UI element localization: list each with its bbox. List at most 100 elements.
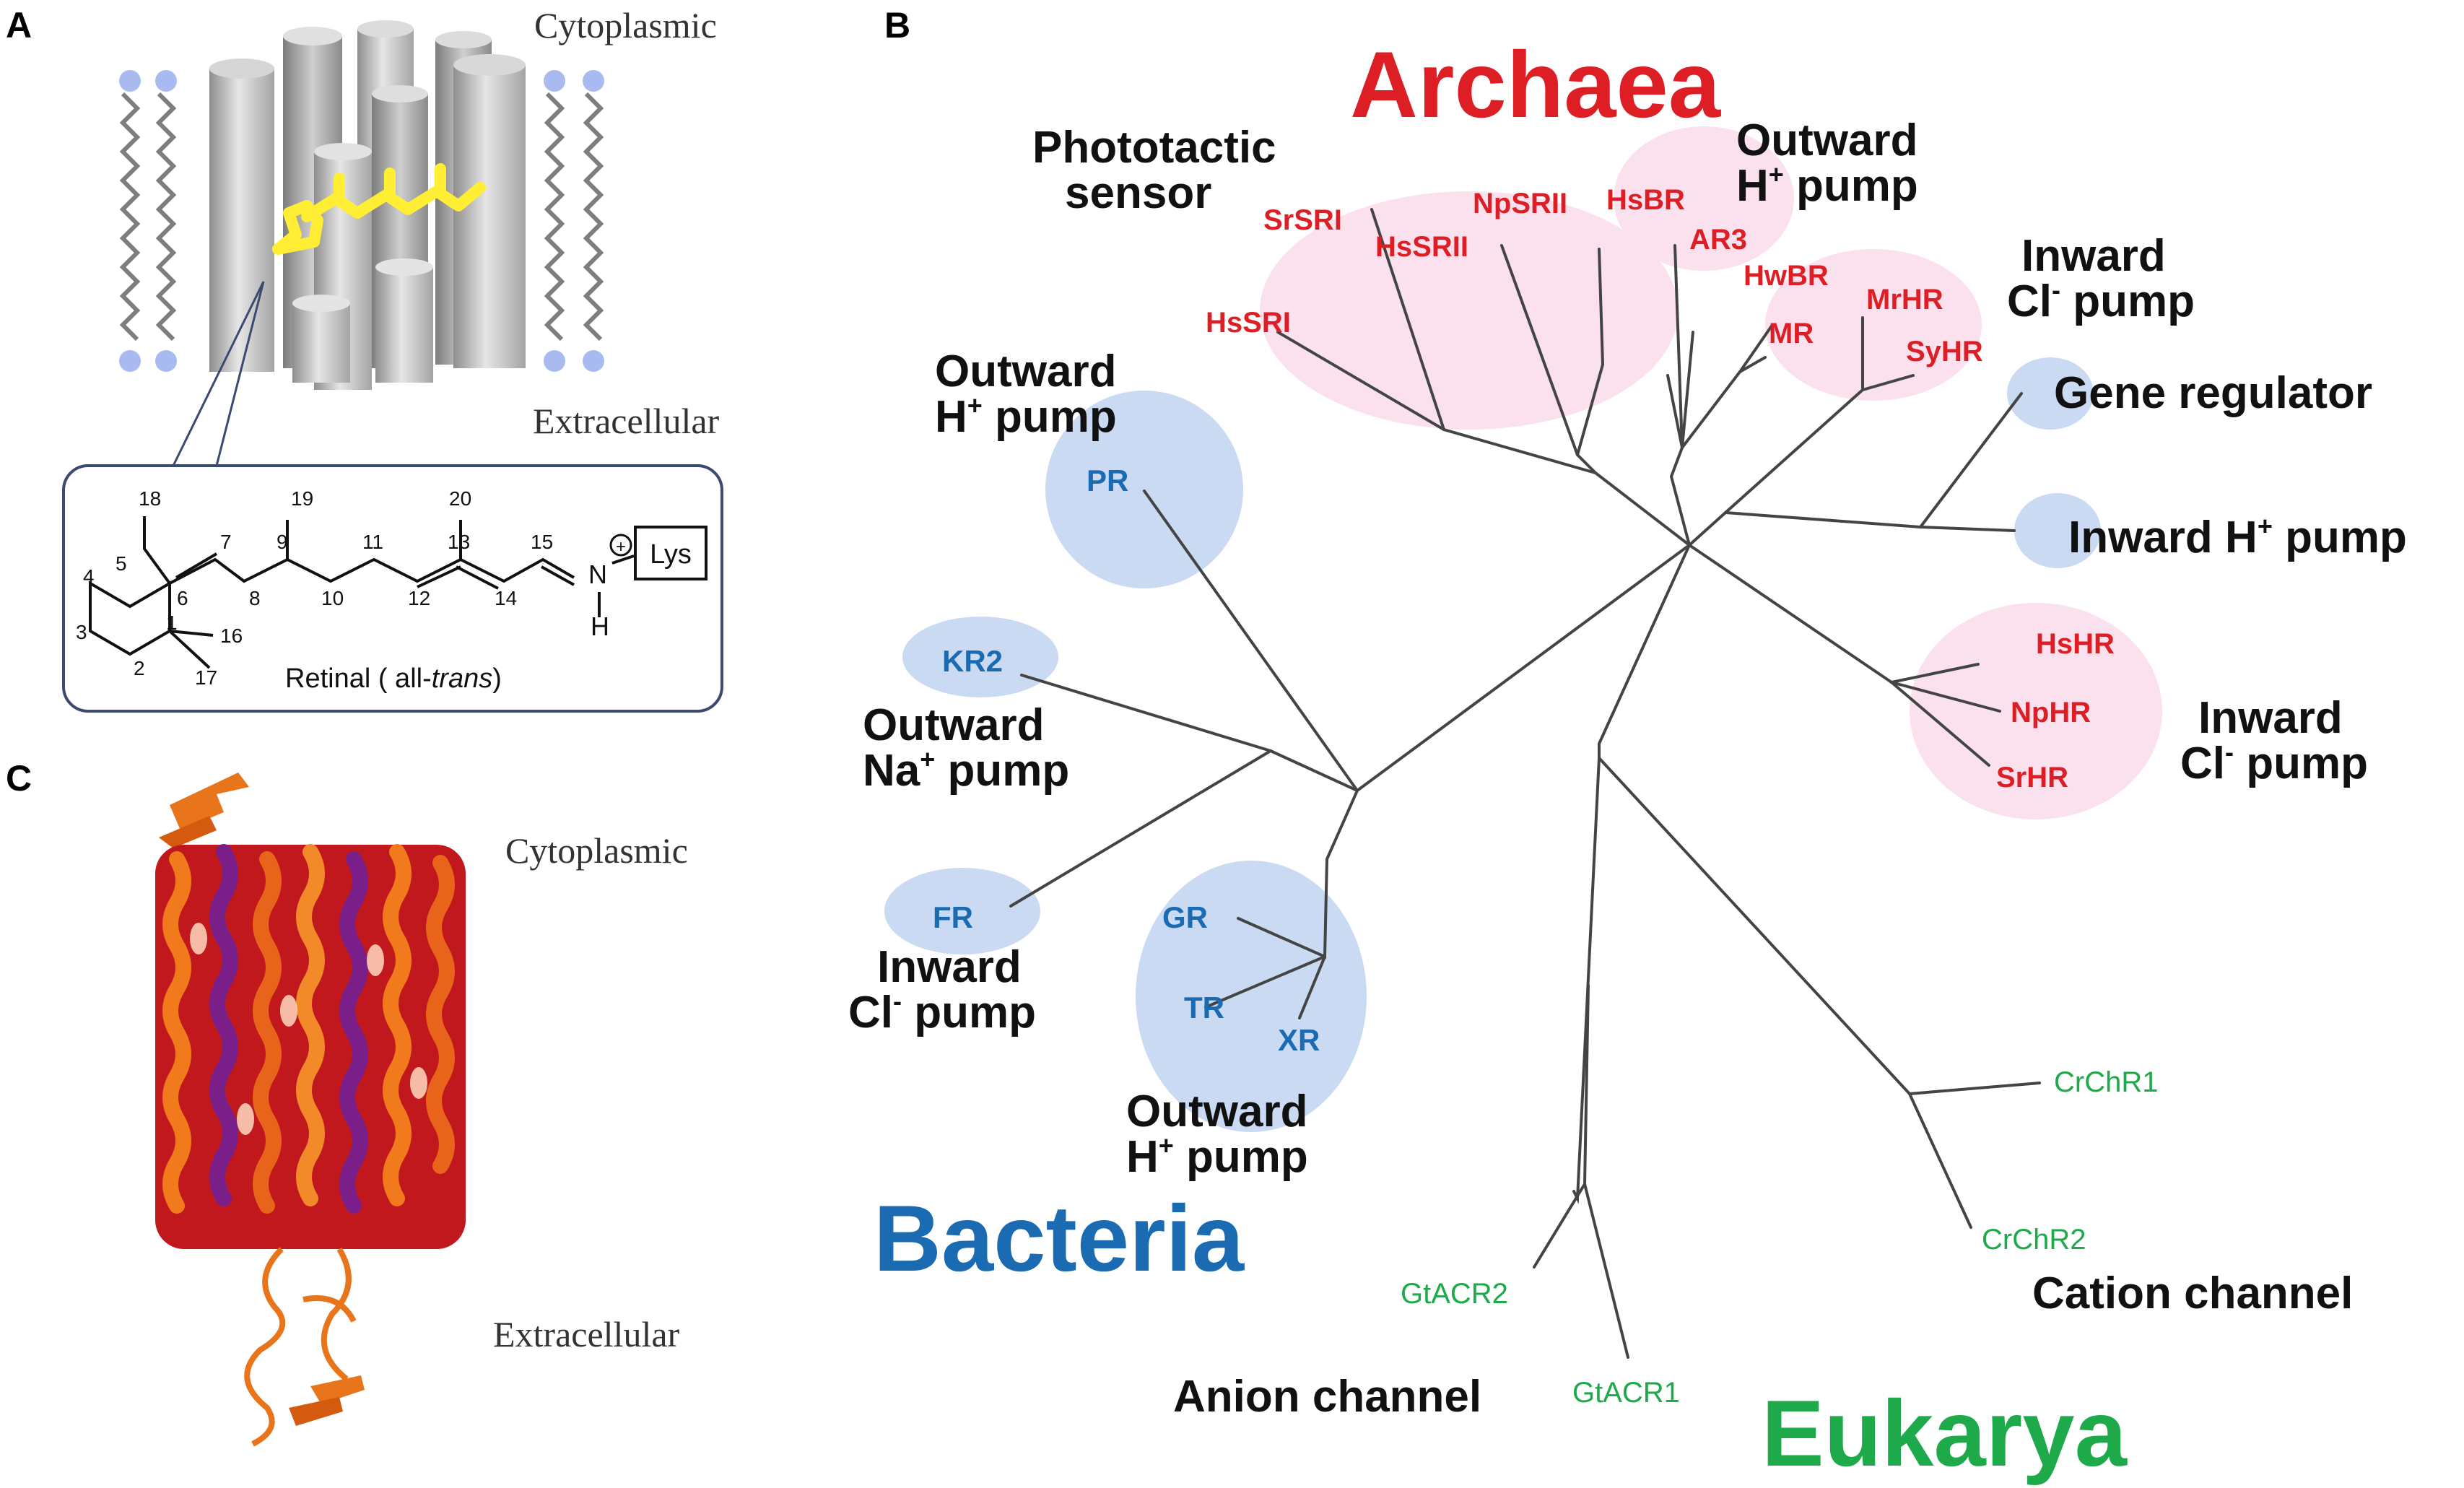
retinal-structure-box	[62, 464, 723, 713]
label-inward-h-pump: Inward H+ pump	[2068, 511, 2407, 562]
leaf-fr: FR	[933, 900, 973, 934]
eukarya-leaves: CrChR1 CrChR2 GtACR2 GtACR1	[1401, 1066, 2158, 1409]
bacteria-xr-bubble	[1136, 861, 1367, 1132]
panel-c-extracellular-label: Extracellular	[493, 1314, 680, 1354]
carbon-number: 18	[139, 487, 161, 510]
panel-b-letter: B	[884, 5, 910, 45]
leaf-crchr1: CrChR1	[2054, 1066, 2158, 1098]
gene-regulator-bubble	[2007, 357, 2094, 430]
leaf-crchr2: CrChR2	[1982, 1224, 2086, 1256]
label-outward-h-top-2: H+ pump	[1736, 160, 1918, 211]
carbon-number: 12	[408, 587, 430, 609]
lipid-right	[544, 70, 604, 372]
leaf-hsbr: HsBR	[1606, 184, 1685, 216]
panel-c-letter: C	[6, 758, 32, 799]
leaf-srhr: SrHR	[1996, 762, 2068, 793]
leaf-gr: GR	[1162, 900, 1208, 934]
protein-ribbon-structure	[155, 773, 466, 1447]
leaf-syhr: SyHR	[1906, 336, 1983, 367]
leaf-gtacr1: GtACR1	[1572, 1377, 1680, 1409]
label-inward-cl-fr-1: Inward	[877, 942, 1022, 992]
carbon-number: 6	[177, 587, 188, 609]
leaf-srsri: SrSRI	[1263, 204, 1342, 236]
leaf-kr2: KR2	[942, 644, 1003, 678]
carbon-number: 4	[83, 565, 95, 588]
carbon-number: 2	[134, 657, 145, 679]
label-outward-h-top-1: Outward	[1736, 116, 1917, 165]
leaf-hssri: HsSRI	[1206, 307, 1291, 339]
label-cation-channel: Cation channel	[2032, 1269, 2353, 1318]
charge-circle	[609, 534, 632, 557]
label-outward-na-2: Na+ pump	[863, 744, 1069, 796]
label-outward-h-pr-2: H+ pump	[935, 391, 1117, 442]
leaf-mr: MR	[1769, 318, 1814, 349]
carbon-number: 16	[220, 625, 243, 647]
label-inward-cl-top-1: Inward	[2021, 231, 2166, 281]
label-outward-h-gr-2: H+ pump	[1126, 1131, 1308, 1182]
inward-cl-archaea-bubble	[1765, 249, 1982, 401]
helix-8	[292, 295, 350, 383]
label-phototactic-1: Phototactic	[1032, 123, 1276, 173]
outward-h-pump-archaea-bubble	[1614, 126, 1794, 271]
panel-a-extracellular-label: Extracellular	[533, 401, 720, 441]
phylogenetic-tree	[1009, 208, 2041, 1359]
carbon-number: 15	[531, 531, 553, 553]
carbon-number: 5	[116, 552, 127, 575]
carbon-number: 14	[495, 587, 517, 609]
charge-symbol: +	[616, 537, 626, 557]
label-inward-cl-fr-2: Cl- pump	[848, 986, 1036, 1037]
leaf-pr: PR	[1087, 464, 1128, 497]
label-inward-cl-right-2: Cl- pump	[2180, 737, 2368, 788]
carbon-number: 9	[277, 531, 288, 553]
archaea-sensor-bubble	[1260, 191, 1679, 430]
panel-a-cytoplasmic-label: Cytoplasmic	[534, 5, 717, 45]
label-anion-channel: Anion channel	[1173, 1372, 1481, 1422]
carbon-number: 13	[448, 531, 470, 553]
lys-label: Lys	[650, 539, 692, 570]
archaea-domain-label: Archaea	[1350, 32, 1722, 137]
carbon-number: 7	[220, 531, 232, 553]
carbon-number: 1	[166, 612, 178, 634]
callout-line-right	[215, 281, 265, 466]
retinal-caption: Retinal ( all-trans)	[285, 663, 502, 694]
leaf-mrhr: MrHR	[1866, 284, 1943, 316]
panel-c: C Cytoplasmic Extracellular	[6, 758, 688, 1447]
label-outward-h-pr-1: Outward	[935, 347, 1116, 396]
leaf-hshr: HsHR	[2036, 628, 2115, 660]
carbon-number: 19	[291, 487, 313, 510]
panel-c-cytoplasmic-label: Cytoplasmic	[505, 830, 688, 871]
leaf-hssrii: HsSRII	[1375, 231, 1468, 263]
panel-a: A	[6, 5, 723, 713]
fr-bubble	[884, 868, 1040, 954]
label-outward-h-gr-1: Outward	[1126, 1087, 1307, 1136]
nitrogen-label: N	[588, 560, 607, 589]
callout-line-left	[172, 281, 265, 466]
leaf-ar3: AR3	[1689, 224, 1747, 256]
retinal-skeletal-formula	[89, 516, 635, 669]
leaf-tr: TR	[1184, 991, 1224, 1024]
group-bubbles	[884, 126, 2162, 1132]
helix-9	[375, 258, 433, 383]
label-gene-regulator: Gene regulator	[2054, 368, 2372, 418]
function-labels: Phototactic sensor Outward H+ pump Inwar…	[848, 116, 2407, 1422]
carbon-number: 11	[362, 531, 383, 553]
lys-box	[634, 526, 708, 580]
hydrogen-label: H	[591, 612, 609, 641]
kr2-bubble	[902, 617, 1058, 697]
lipid-left	[119, 70, 177, 372]
label-inward-cl-top-2: Cl- pump	[2007, 275, 2195, 326]
inward-h-pump-bubble	[2014, 493, 2101, 568]
bacteria-domain-label: Bacteria	[874, 1185, 1245, 1291]
carbon-number: 10	[321, 587, 344, 609]
carbon-numbers: 18 5 4 6 7 8 9 19 10 11 12 13 20 14 15 1…	[76, 487, 553, 689]
retinal-chromophore	[272, 163, 486, 255]
lipid-bilayer	[119, 70, 604, 372]
label-outward-na-1: Outward	[863, 700, 1044, 750]
panel-a-letter: A	[6, 5, 32, 45]
leaf-nphr: NpHR	[2011, 697, 2091, 728]
carbon-number: 17	[195, 666, 217, 689]
carbon-number: 20	[449, 487, 471, 510]
leaf-hwbr: HwBR	[1743, 260, 1829, 292]
helix-1	[209, 58, 274, 372]
